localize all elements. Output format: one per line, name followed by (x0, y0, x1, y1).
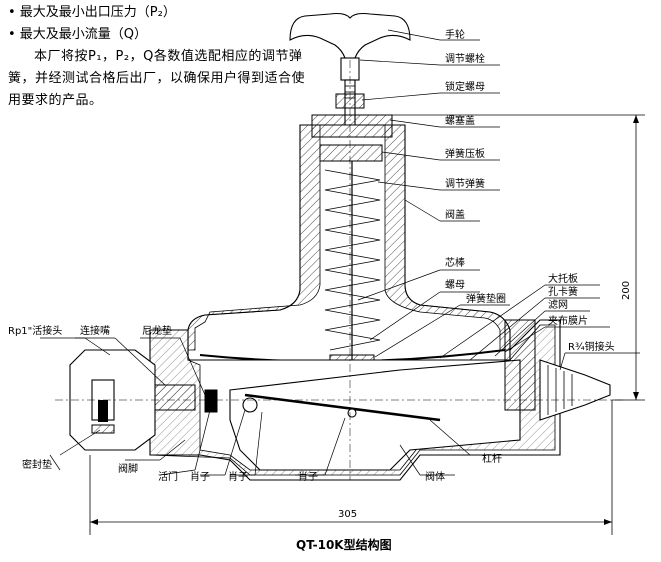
lever-part (244, 393, 441, 422)
label-lever: 杠杆 (482, 452, 502, 465)
label-spring-washer: 弹簧垫圈 (466, 292, 506, 305)
adjust-spring-part (324, 169, 381, 351)
intro-paragraph: 本厂将按P₁，P₂，Q各数值选配相应的调节弹簧，并经测试合格后出厂，以确保用户得… (8, 49, 306, 108)
spring-plate-part (319, 144, 383, 162)
intro-text: • 最大及最小出口压力（P₂） • 最大及最小流量（Q） 本厂将按P₁，P₂，Q… (8, 2, 308, 112)
label-nylon-pad: 尼龙垫 (142, 324, 172, 337)
bullet-outlet-pressure: • 最大及最小出口压力（P₂） (8, 5, 176, 20)
label-pin-3: 肖子 (298, 470, 318, 483)
pin-center (347, 408, 357, 418)
label-plug-cover: 螺塞盖 (445, 114, 475, 127)
label-pin-2: 肖子 (228, 470, 248, 483)
label-valve-body: 阀体 (425, 470, 445, 483)
leader-lines (40, 29, 640, 476)
label-nozzle: 连接嘴 (80, 324, 110, 337)
label-pin-1: 肖子 (190, 470, 210, 483)
nozzle-part (154, 384, 196, 411)
label-handwheel: 手轮 (445, 28, 465, 41)
height-dimension-value: 200 (621, 281, 632, 300)
label-valve-door: 活门 (158, 470, 178, 483)
label-valve-cover: 阀盖 (445, 208, 465, 221)
copper-joint-part (504, 319, 611, 421)
label-circlip: 孔卡簧 (548, 285, 578, 298)
pin-left (242, 397, 258, 413)
valve-door-part (204, 389, 218, 413)
plug-cover-part (311, 114, 393, 138)
label-filter: 滤网 (548, 298, 568, 311)
bullet-flow: • 最大及最小流量（Q） (8, 27, 148, 42)
label-lock-nut: 锁定螺母 (445, 80, 485, 93)
label-core-rod: 芯棒 (445, 256, 465, 269)
label-nut: 螺母 (445, 279, 465, 291)
label-big-tray: 大托板 (548, 272, 578, 285)
label-adjust-spring: 调节弹簧 (445, 177, 485, 190)
label-copper-joint: R¾铜接头 (568, 340, 615, 353)
label-seal-pad: 密封垫 (22, 458, 52, 471)
label-rp-joint: Rp1"活接头 (8, 324, 62, 337)
handwheel-part (289, 12, 411, 81)
label-adjust-bolt: 调节螺栓 (445, 52, 485, 65)
width-dimension: 305 (89, 400, 613, 535)
height-dimension: 200 (392, 114, 645, 401)
label-valve-foot: 阀脚 (118, 462, 138, 475)
width-dimension-value: 305 (338, 509, 357, 520)
label-spring-plate: 弹簧压板 (445, 147, 485, 160)
diagram-caption: QT-10K型结构图 (296, 537, 392, 552)
label-diaphragm: 夹布膜片 (548, 314, 588, 327)
